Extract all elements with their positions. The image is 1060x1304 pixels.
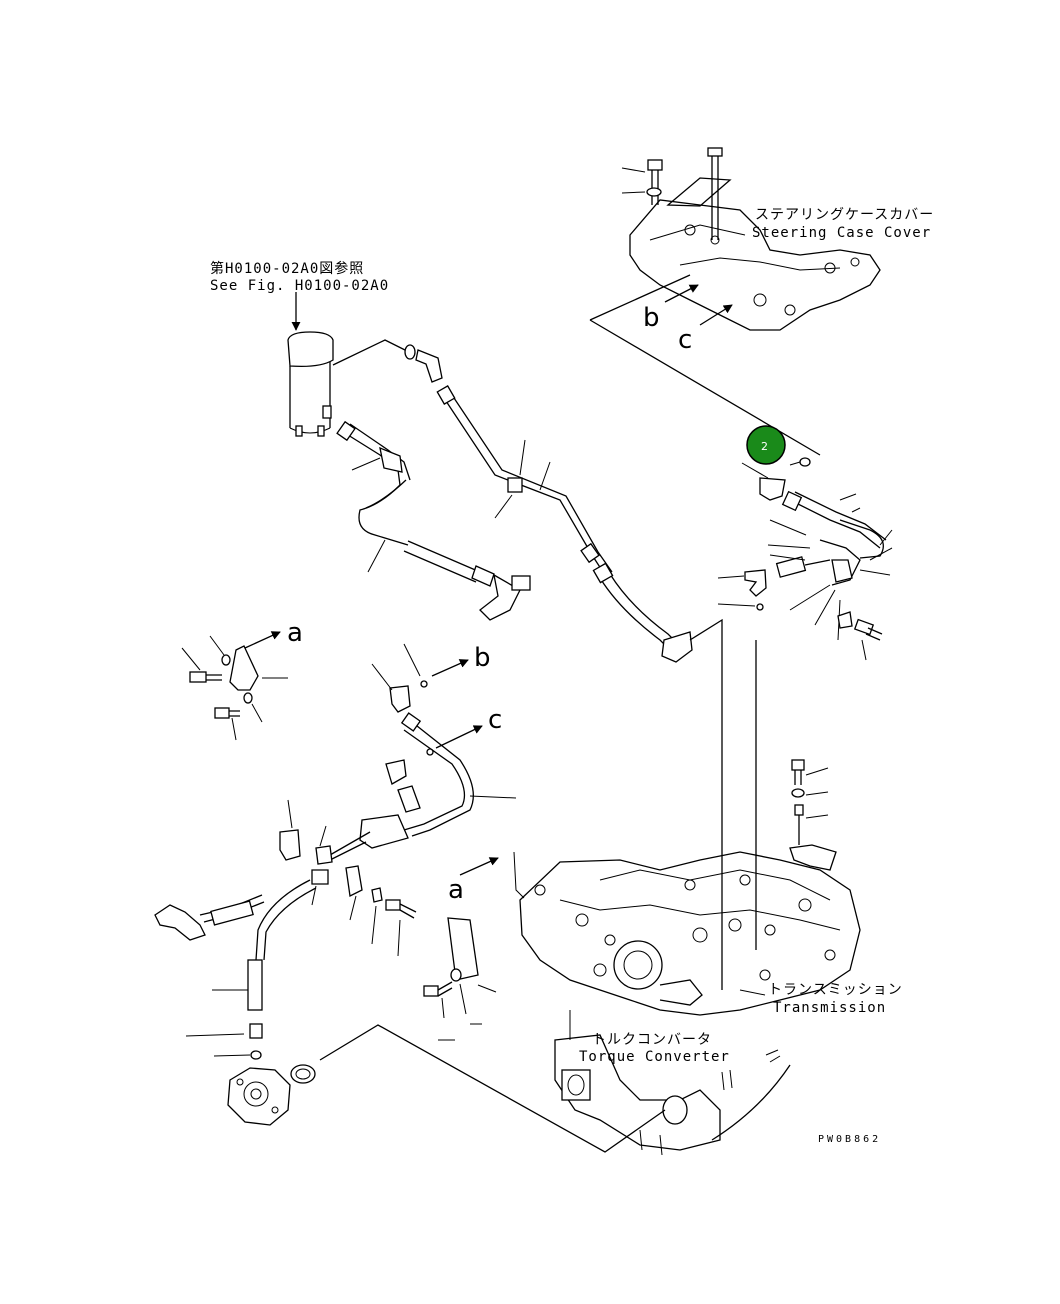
letter-b-top: b xyxy=(643,303,660,333)
transmission-label-jp: トランスミッション xyxy=(768,982,903,998)
leader-flange xyxy=(689,618,723,990)
adapter-fitting xyxy=(759,477,786,501)
letter-c-top: c xyxy=(678,325,692,355)
letter-a-lower: a xyxy=(448,875,464,905)
arrow-a-lower xyxy=(459,857,499,876)
oring-a xyxy=(404,344,416,360)
ref-label-jp: 第H0100-02A0図参照 xyxy=(210,260,364,277)
callout-badge-2[interactable]: 2 xyxy=(746,425,786,465)
oring-callout xyxy=(799,457,811,467)
elbow-hose-end xyxy=(154,904,206,941)
torque-label-en: Torque Converter xyxy=(579,1049,730,1065)
hose-straight xyxy=(403,540,481,583)
arrow-c-mid xyxy=(435,725,483,749)
sleeve-clamp xyxy=(359,814,409,849)
leader-steering xyxy=(589,274,821,456)
bracket-group-left xyxy=(181,635,288,741)
leader-pump xyxy=(319,1024,666,1153)
arrow-a-left xyxy=(244,631,281,649)
mount-plate xyxy=(447,917,479,981)
flange-a xyxy=(661,631,693,663)
transmission-label-en: Transmission xyxy=(773,1000,886,1016)
steering-label-jp: ステアリングケースカバー xyxy=(755,207,934,223)
letter-b-mid: b xyxy=(474,643,491,673)
elbow-fitting-c xyxy=(744,569,767,597)
bracket-stack-right xyxy=(789,759,837,871)
pump-unit xyxy=(227,1064,316,1126)
tee-fitting xyxy=(379,446,403,473)
arrow-b-top xyxy=(664,284,699,303)
arrow-c-top xyxy=(699,304,733,326)
tube-filter-top xyxy=(332,339,406,366)
letter-c-mid: c xyxy=(488,705,502,735)
clip-bracket xyxy=(279,829,301,861)
hose-clamp xyxy=(507,477,523,493)
elbow-fitting-a xyxy=(415,349,443,383)
drawing-code: PW0B862 xyxy=(818,1134,881,1145)
arrow-b-mid xyxy=(431,659,469,677)
callout-circle[interactable] xyxy=(746,425,786,465)
ref-label-en: See Fig. H0100-02A0 xyxy=(210,278,389,294)
steering-case-cover xyxy=(621,147,881,331)
hose-end-fitting xyxy=(247,959,263,1011)
torque-label-jp: トルクコンバータ xyxy=(592,1032,712,1048)
steering-label-en: Steering Case Cover xyxy=(752,225,931,241)
filter-unit xyxy=(287,331,334,437)
letter-a-left: a xyxy=(287,618,303,648)
hose-main xyxy=(441,394,606,576)
nipple-right xyxy=(775,556,807,578)
callout-number[interactable]: 2 xyxy=(761,440,768,453)
transmission-assembly xyxy=(519,851,861,1156)
elbow-fitting-d xyxy=(389,685,411,713)
